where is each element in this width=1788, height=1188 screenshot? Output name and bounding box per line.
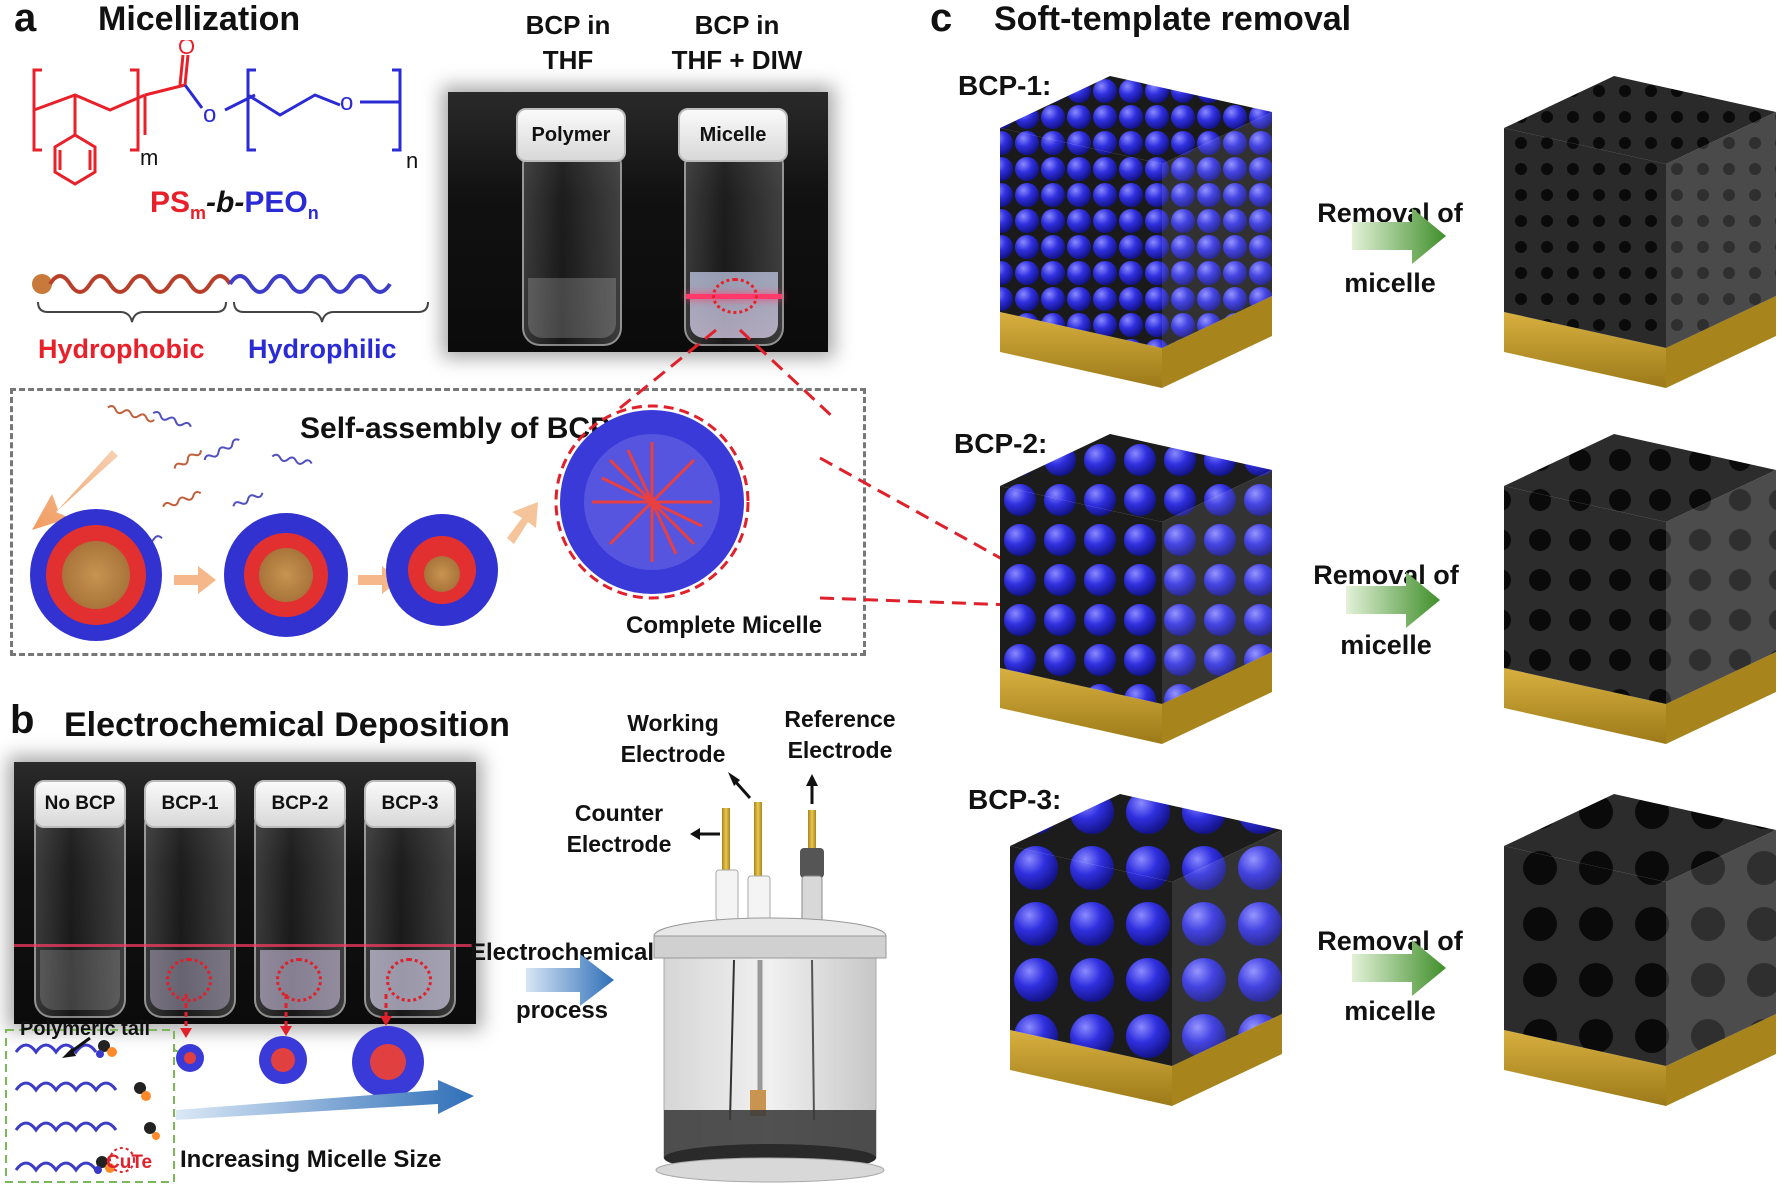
bcp-chemical-structure: O m o o n [32, 40, 418, 186]
reference-electrode-label: Reference Electrode [784, 706, 896, 764]
polymer-vial [522, 154, 622, 346]
cap-bcp-1: BCP-1 [144, 780, 236, 828]
micelle-highlight-circle [712, 278, 758, 314]
polymer-solution [528, 278, 616, 338]
highlight-bcp-2 [276, 958, 322, 1002]
cube-bcp-2-with-micelles [1000, 434, 1272, 744]
polymeric-tail-pointer [62, 1036, 91, 1058]
electrochemical-cell [653, 772, 887, 1183]
self-assembly-box [10, 388, 866, 656]
micelle-stage-1 [30, 509, 162, 641]
reference-electrode-wire [808, 810, 816, 850]
peo-block-structure [183, 68, 402, 152]
complete-micelle-graphic [554, 404, 750, 600]
hydrophobic-head [32, 274, 52, 294]
struct-o-ether: o [340, 89, 353, 116]
removal-arrow-bcp-3 [1352, 940, 1446, 996]
cube-bcp-1-porous [1504, 76, 1776, 388]
assembly-start-arrow [32, 450, 118, 530]
electrochemical-process-label: Electrochemical process [469, 939, 655, 1024]
cute-particles [94, 1040, 160, 1174]
ps-block-structure [32, 54, 190, 186]
stage-arrow-3 [507, 502, 538, 544]
tail-detail-box [5, 1029, 175, 1183]
vial-photo-micellization: Polymer Micelle [448, 92, 828, 352]
formula-peo: PEO [244, 186, 308, 219]
struct-n: n [406, 148, 418, 173]
bcp-formula: PSm-b-PEOn [150, 186, 319, 224]
polymeric-tail-label: Polymeric tail [20, 1018, 151, 1040]
struct-m: m [140, 145, 158, 170]
vial-photo-deposition: No BCP BCP-1 BCP-2 BCP-3 [14, 762, 476, 1024]
hydrophilic-brace [233, 301, 429, 323]
cap-bcp-2: BCP-2 [254, 780, 346, 828]
struct-o-carbonyl: O [178, 40, 195, 59]
cute-label: CuTe [106, 1152, 153, 1173]
cell-base [655, 1157, 885, 1183]
panel-c-title: Soft-template removal [994, 0, 1352, 38]
counter-electrode-label: Counter Electrode [566, 800, 672, 858]
panel-b-title: Electrochemical Deposition [64, 706, 510, 744]
formula-ps: PS [150, 186, 191, 219]
panel-a-letter: a [14, 0, 37, 40]
micelle-vial-cap: Micelle [678, 108, 788, 162]
electrode-pointer-arrows [690, 772, 818, 840]
struct-o-ester: o [203, 101, 216, 128]
removal-arrow-bcp-2 [1346, 572, 1440, 628]
electrochemical-arrow [526, 954, 614, 1006]
panel-b-letter: b [10, 698, 35, 742]
cube-bcp-3-porous [1504, 794, 1776, 1106]
vial-no-bcp [34, 814, 126, 1018]
complete-micelle-label: Complete Micelle [626, 612, 823, 639]
panel-a-title: Micellization [98, 0, 301, 38]
bcp-helix-illustration [32, 274, 429, 323]
cube-bcp-3-with-micelles [1010, 794, 1282, 1106]
medium-micelle-bcp-2 [259, 1036, 307, 1084]
working-electrode-substrate [750, 1090, 766, 1116]
row-label-bcp-3: BCP-3: [968, 784, 1062, 815]
highlight-bcp-1 [166, 958, 212, 1002]
counter-electrode [722, 808, 730, 874]
row-label-bcp-1: BCP-1: [958, 70, 1052, 101]
cube-bcp-2-porous [1504, 434, 1776, 744]
hydrophilic-helix [228, 274, 392, 294]
cap-bcp-3: BCP-3 [364, 780, 456, 828]
laser-line-deposition [14, 944, 476, 947]
solution-no-bcp [40, 950, 120, 1010]
formula-sub-n: n [307, 203, 319, 223]
reference-electrode-cap [800, 848, 824, 878]
vial-thf-diw-header: BCP in THF + DIW [671, 10, 803, 76]
self-assembly-title: Self-assembly of BCP [300, 412, 611, 445]
stage-arrow-1 [174, 566, 216, 594]
working-electrode-label: Working Electrode [620, 710, 726, 768]
removal-arrow-bcp-1 [1352, 208, 1446, 264]
row-label-bcp-2: BCP-2: [954, 428, 1048, 459]
large-micelle-bcp-3 [352, 1026, 424, 1098]
polymeric-tail-chains [14, 1043, 118, 1173]
cap-no-bcp: No BCP [34, 780, 126, 828]
highlight-bcp-3 [386, 958, 432, 1002]
hydrophobic-label: Hydrophobic [38, 334, 205, 364]
increasing-label: Increasing Micelle Size [180, 1146, 442, 1173]
micelle-stage-3 [386, 514, 498, 626]
small-micelle-bcp-1 [176, 1044, 204, 1072]
panel-c-letter: c [930, 0, 953, 40]
increasing-size-arrow [176, 1080, 474, 1120]
removal-label-bcp-3: Removal of micelle [1317, 926, 1463, 1027]
micelle-size-illustration [5, 994, 474, 1183]
self-assembly-illustration [30, 404, 750, 641]
hydrophobic-brace [37, 301, 227, 323]
vial-thf-header: BCP in THF [525, 10, 611, 76]
dotted-drop-arrows [184, 994, 388, 1030]
hydrophobic-helix [48, 274, 232, 294]
hydrophilic-label: Hydrophilic [248, 334, 397, 364]
working-electrode [754, 802, 762, 880]
formula-b: -b- [206, 186, 245, 219]
polymer-vial-cap: Polymer [516, 108, 626, 162]
formula-sub-m: m [190, 203, 207, 223]
cube-bcp-1-with-micelles [1000, 76, 1272, 388]
micelle-stage-2 [224, 513, 348, 637]
